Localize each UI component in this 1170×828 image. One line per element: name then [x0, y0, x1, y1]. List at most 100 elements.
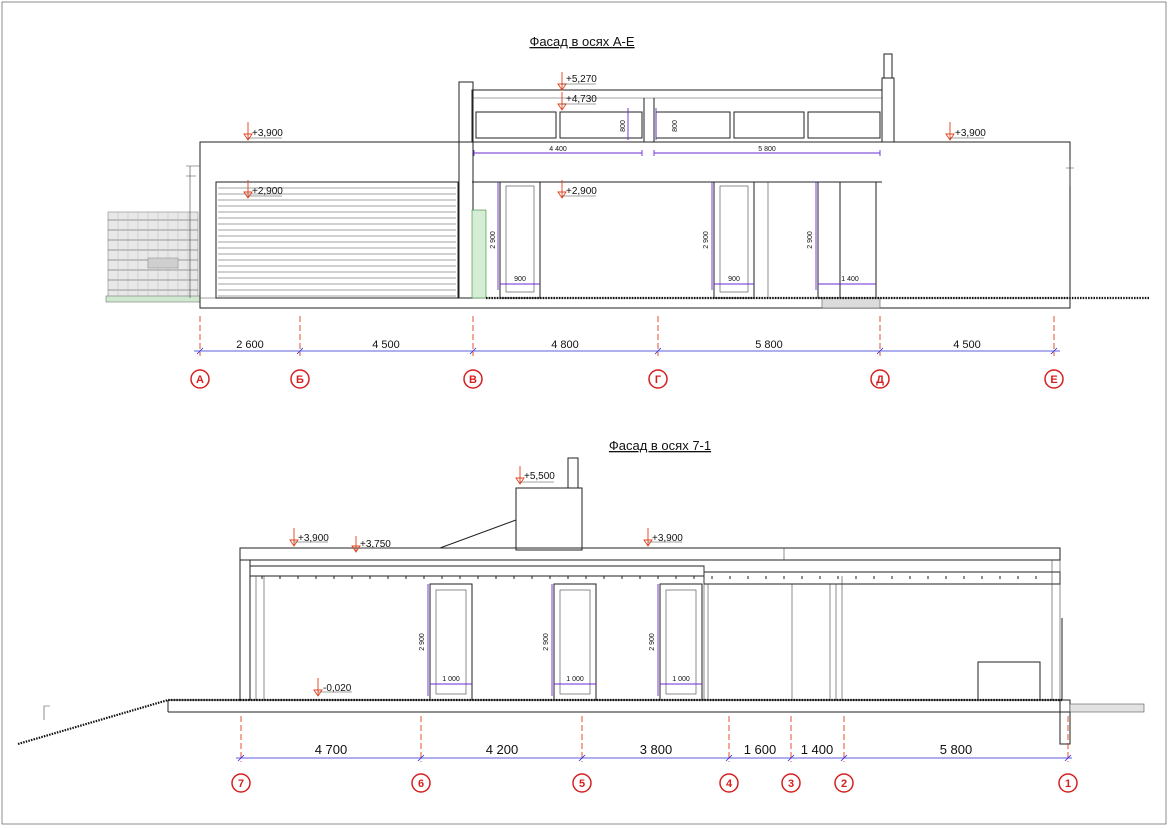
dimension-label: 2 600 [236, 339, 264, 351]
svg-text:7: 7 [238, 778, 244, 790]
svg-text:6: 6 [418, 778, 424, 790]
svg-text:-0,020: -0,020 [323, 683, 352, 694]
svg-text:Г: Г [655, 374, 662, 386]
garage-door [215, 181, 459, 299]
svg-text:900: 900 [728, 276, 740, 283]
svg-text:+3,750: +3,750 [360, 539, 391, 550]
svg-text:+3,900: +3,900 [298, 533, 329, 544]
svg-text:2 900: 2 900 [703, 231, 710, 249]
svg-text:4 400: 4 400 [549, 146, 567, 153]
dimension-label: 1 600 [744, 742, 777, 757]
fence [105, 211, 201, 303]
svg-text:1 400: 1 400 [841, 276, 859, 283]
clerestory-window [807, 111, 881, 139]
level-marker: +4,730 [557, 92, 597, 111]
svg-text:2: 2 [841, 778, 847, 790]
level-marker: +3,900 [243, 122, 283, 141]
axis-marker-1: 1 [1058, 773, 1078, 793]
roof-slab [239, 547, 1061, 561]
axis-marker-2: 2 [834, 773, 854, 793]
svg-text:4: 4 [726, 778, 733, 790]
svg-text:1 000: 1 000 [442, 676, 460, 683]
svg-text:900: 900 [514, 276, 526, 283]
level-marker: +3,900 [643, 528, 683, 547]
dimension-label: 3 800 [640, 742, 673, 757]
svg-text:5 800: 5 800 [758, 146, 776, 153]
dimension-label: 5 800 [755, 339, 783, 351]
svg-text:1 000: 1 000 [672, 676, 690, 683]
dimension-chain-bottom: 4 700 4 200 3 800 1 600 1 400 5 800 [236, 742, 1072, 762]
clerestory-window [733, 111, 805, 139]
axis-marker-5: 5 [572, 773, 592, 793]
axis-marker-d: Д [870, 369, 890, 389]
svg-text:800: 800 [620, 120, 627, 132]
dimension-label: 4 500 [953, 339, 981, 351]
level-markers-top: +5,270 +4,730 +3,900 +3,900 +2,900 [243, 72, 986, 199]
level-markers-bottom: +5,500 +3,900 +3,750 +3,900 -0,020 [289, 466, 683, 697]
terrace-step [1069, 703, 1145, 713]
axis-marker-v: В [463, 369, 483, 389]
column-left [458, 81, 474, 299]
axis-marker-g: Г [648, 369, 668, 389]
level-marker: +5,270 [557, 72, 597, 91]
dimension-chain-top: 2 600 4 500 4 800 5 800 4 500 [194, 339, 1060, 355]
outdoor-unit [977, 661, 1041, 701]
svg-text:+3,900: +3,900 [955, 128, 986, 139]
svg-text:2 900: 2 900 [649, 633, 656, 651]
svg-text:+3,900: +3,900 [652, 533, 683, 544]
chimney [567, 457, 579, 489]
facade-bottom-title: Фасад в осях 7-1 [609, 438, 711, 453]
chimney [883, 53, 893, 79]
facade-top: Фасад в осях А-Е [105, 34, 1150, 389]
svg-text:2 900: 2 900 [419, 633, 426, 651]
facade-top-title: Фасад в осях А-Е [529, 34, 634, 49]
clerestory-window [475, 111, 557, 139]
svg-text:5: 5 [579, 778, 585, 790]
dimension-label: 4 500 [372, 339, 400, 351]
svg-text:2 900: 2 900 [807, 231, 814, 249]
level-marker: +3,750 [351, 536, 391, 553]
level-marker: -0,020 [313, 678, 352, 697]
column-right [881, 77, 895, 143]
svg-text:+3,900: +3,900 [252, 128, 283, 139]
dimension-label: 5 800 [940, 742, 973, 757]
level-marker: +5,500 [515, 466, 555, 485]
svg-text:+2,900: +2,900 [566, 186, 597, 197]
svg-text:+4,730: +4,730 [566, 94, 597, 105]
svg-text:+2,900: +2,900 [252, 186, 283, 197]
clerestory-window [655, 111, 731, 139]
dimension-label: 4 200 [486, 742, 519, 757]
slope [17, 698, 240, 746]
svg-text:В: В [469, 374, 477, 386]
door [713, 181, 755, 299]
dimension-label: 1 400 [801, 742, 834, 757]
window-dimensions-top: 800 800 4 400 5 800 2 900 2 900 2 900 90… [473, 108, 881, 290]
door [499, 181, 541, 299]
svg-text:Б: Б [296, 374, 304, 386]
svg-text:2 900: 2 900 [490, 231, 497, 249]
svg-text:+5,500: +5,500 [524, 471, 555, 482]
fascia-left [249, 565, 705, 577]
svg-text:Е: Е [1050, 374, 1057, 386]
axis-marker-b: Б [290, 369, 310, 389]
axis-markers-top: А Б В Г Д Е [190, 369, 1064, 389]
entry-step [821, 297, 881, 309]
hedge [471, 209, 487, 299]
axis-markers-bottom: 7 6 5 4 3 2 1 [231, 773, 1078, 793]
level-marker: +3,900 [945, 122, 986, 141]
main-volume [199, 141, 1071, 309]
svg-text:А: А [196, 374, 204, 386]
svg-text:2 900: 2 900 [543, 633, 550, 651]
clerestory-window [559, 111, 643, 139]
axis-marker-e: Е [1044, 369, 1064, 389]
svg-text:800: 800 [672, 120, 679, 132]
dimension-label: 4 700 [315, 742, 348, 757]
facade-bottom: Фасад в осях 7-1 [17, 438, 1145, 793]
upper-volume-bottom [439, 457, 583, 551]
dimension-label: 4 800 [551, 339, 579, 351]
svg-text:1: 1 [1065, 778, 1071, 790]
upper-volume [458, 53, 895, 299]
svg-text:Д: Д [876, 374, 884, 386]
